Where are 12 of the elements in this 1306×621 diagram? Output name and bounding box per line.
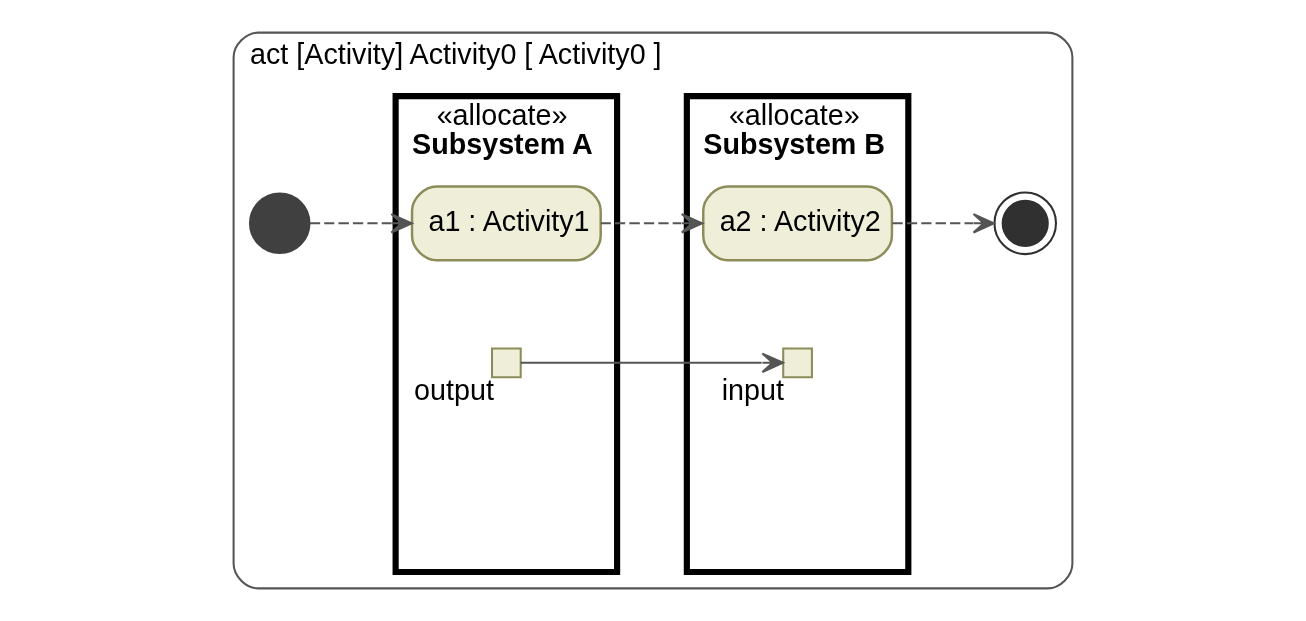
- node-box: a2 : Activity2: [702, 185, 894, 262]
- node-circle: [249, 192, 311, 255]
- arrow: [520, 352, 784, 374]
- node-box: a1 : Activity1: [410, 185, 602, 262]
- node-label: input: [721, 374, 784, 407]
- node-box: [491, 347, 522, 379]
- arrow: [310, 213, 413, 234]
- arrow: [600, 213, 704, 234]
- node-circle: [993, 191, 1057, 256]
- node-label: output: [414, 374, 494, 407]
- arrow: [892, 213, 996, 234]
- node-box: [782, 347, 813, 379]
